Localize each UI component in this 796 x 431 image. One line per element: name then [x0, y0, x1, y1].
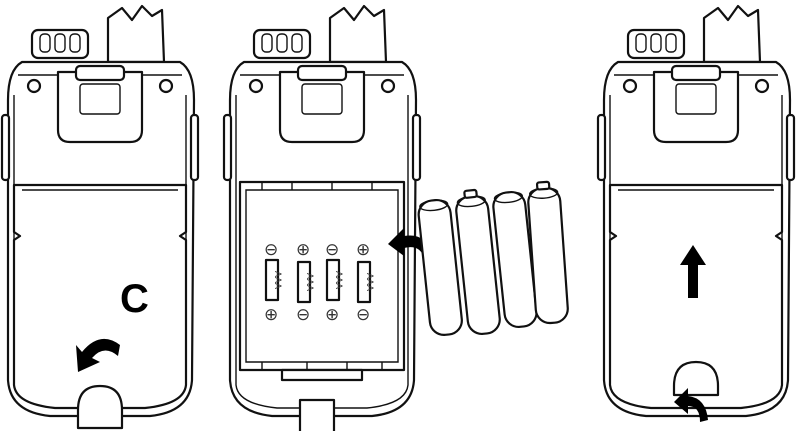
svg-text:AAA: AAA — [305, 273, 315, 291]
svg-text:AAA: AAA — [365, 273, 375, 291]
radio-cover-closed: C — [0, 4, 200, 430]
step-label: C — [120, 277, 149, 321]
svg-text:⊖: ⊖ — [296, 305, 310, 325]
cover-latch — [672, 360, 720, 397]
svg-text:⊖: ⊖ — [325, 240, 339, 260]
svg-text:AAA: AAA — [334, 271, 344, 289]
svg-text:AAA: AAA — [273, 271, 283, 289]
battery — [492, 190, 538, 329]
radio-compartment-open — [222, 4, 422, 431]
slot-1: ⊖ AAA ⊕ — [264, 240, 283, 325]
battery — [417, 198, 463, 337]
svg-text:⊕: ⊕ — [296, 240, 310, 260]
curved-arrow-icon — [76, 338, 120, 372]
cable — [298, 398, 336, 431]
radio-cover-closing — [596, 4, 796, 422]
svg-text:⊖: ⊖ — [356, 305, 370, 325]
cover-latch — [76, 384, 124, 430]
curved-arrow-icon — [388, 228, 432, 258]
battery-compartment — [238, 180, 406, 372]
battery — [455, 188, 501, 336]
svg-text:⊖: ⊖ — [264, 240, 278, 260]
curved-arrow-icon — [674, 388, 708, 422]
slot-4: ⊕ AAA ⊖ — [356, 240, 375, 325]
slot-3: ⊖ AAA ⊕ — [325, 240, 344, 325]
aaa-batteries — [417, 180, 569, 337]
up-arrow-icon — [680, 245, 706, 298]
svg-text:⊕: ⊕ — [325, 305, 339, 325]
battery-slots: ⊖ AAA ⊕ ⊕ AAA ⊖ ⊖ AAA ⊕ ⊕ AAA ⊖ — [264, 240, 375, 325]
svg-text:⊕: ⊕ — [264, 305, 278, 325]
slot-2: ⊕ AAA ⊖ — [296, 240, 315, 325]
svg-text:⊕: ⊕ — [356, 240, 370, 260]
battery — [527, 180, 569, 325]
